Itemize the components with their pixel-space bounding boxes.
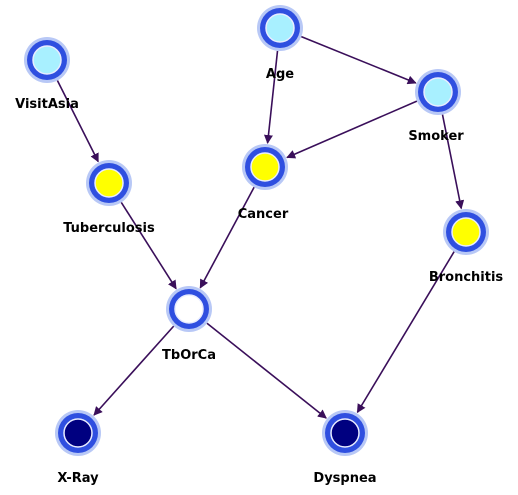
node-label-visitasia: VisitAsia	[15, 97, 79, 112]
edge-tborca-to-xray	[93, 325, 175, 416]
node-visitasia[interactable]	[24, 37, 70, 83]
node-label-tuberculosis: Tuberculosis	[63, 221, 155, 236]
edge-tuberculosis-to-tborca	[120, 201, 177, 290]
node-label-dyspnea: Dyspnea	[313, 471, 376, 486]
edge-bronchitis-to-dyspnea	[356, 251, 455, 414]
node-label-tborca: TbOrCa	[162, 348, 216, 363]
node-tuberculosis[interactable]	[86, 160, 132, 206]
node-age[interactable]	[257, 5, 303, 51]
node-label-smoker: Smoker	[408, 129, 464, 144]
node-core	[451, 217, 481, 247]
node-dyspnea[interactable]	[322, 410, 368, 456]
node-cancer[interactable]	[242, 144, 288, 190]
edge-cancer-to-tborca	[199, 186, 255, 289]
node-label-xray: X-Ray	[57, 471, 99, 486]
node-label-bronchitis: Bronchitis	[429, 270, 504, 285]
node-smoker[interactable]	[415, 69, 461, 115]
node-bronchitis[interactable]	[443, 209, 489, 255]
edge-age-to-cancer	[263, 50, 279, 144]
node-core	[32, 45, 62, 75]
edge-visitasia-to-tuberculosis	[56, 80, 99, 163]
node-core	[94, 168, 124, 198]
node-xray[interactable]	[55, 410, 101, 456]
node-core	[330, 418, 360, 448]
edge-tborca-to-dyspnea	[206, 322, 327, 419]
node-core	[423, 77, 453, 107]
edges-layer	[56, 35, 465, 419]
node-core	[250, 152, 280, 182]
node-core	[63, 418, 93, 448]
node-label-age: Age	[266, 67, 294, 82]
node-tborca[interactable]	[166, 286, 212, 332]
node-core	[265, 13, 295, 43]
edge-age-to-smoker	[300, 35, 417, 85]
edge-smoker-to-bronchitis	[441, 114, 465, 210]
node-label-cancer: Cancer	[238, 207, 289, 222]
node-core	[174, 294, 204, 324]
edge-smoker-to-cancer	[286, 100, 418, 159]
